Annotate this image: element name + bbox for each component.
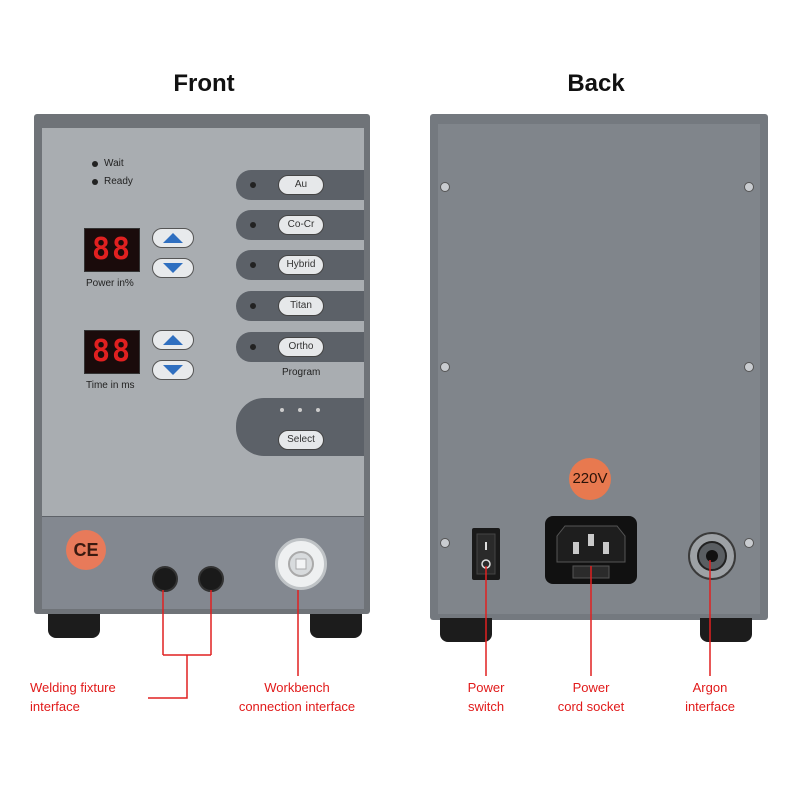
callout-line-1: Welding fixture [30,680,116,695]
callout-power-switch: Power switch [446,678,526,716]
program-tab-au: Au [236,170,364,200]
up-arrow-icon [163,335,183,345]
program-led-icon [250,182,256,188]
program-tab-hybrid: Hybrid [236,250,364,280]
wait-label: Wait [104,158,124,169]
callout-line-2: cord socket [557,699,625,714]
ce-mark-badge: CE [66,530,106,570]
program-tab-ortho: Ortho [236,332,364,362]
back-title: Back [567,70,625,97]
callout-line-1: Workbench [264,680,330,695]
program-led-icon [250,222,256,228]
front-foot-left [48,614,100,638]
workbench-connector-icon[interactable] [275,538,327,590]
callout-line-1: Argon [692,680,728,695]
down-arrow-icon [163,263,183,273]
callout-line-2: switch [467,699,505,714]
program-button-co-cr[interactable]: Co-Cr [278,215,324,235]
power-switch[interactable] [472,528,500,580]
welding-jack-left[interactable] [152,566,178,592]
power-display-label: Power in% [86,278,134,289]
time-display-label: Time in ms [86,380,135,391]
callout-argon: Argon interface [670,678,750,716]
screw-icon [440,182,450,192]
power-down-button[interactable] [152,258,194,278]
front-title: Front [173,70,235,97]
program-label: Program [282,367,321,378]
program-tab-co-cr: Co-Cr [236,210,364,240]
callout-power-cord: Power cord socket [541,678,641,716]
program-button-hybrid[interactable]: Hybrid [278,255,324,275]
program-led-icon [250,344,256,350]
power-up-button[interactable] [152,228,194,248]
time-up-button[interactable] [152,330,194,350]
connector-cap-icon [288,551,314,577]
callout-line-1: Power [572,680,610,695]
front-foot-right [310,614,362,638]
down-arrow-icon [163,365,183,375]
callout-line-1: Power [467,680,505,695]
back-foot-right [700,618,752,642]
argon-connector[interactable] [688,532,736,580]
callout-line-2: interface [30,699,80,714]
screw-icon [744,182,754,192]
program-button-ortho[interactable]: Ortho [278,337,324,357]
power-display: 88 [84,228,140,272]
select-panel: Select [236,398,364,456]
callout-line-2: interface [685,699,735,714]
select-button[interactable]: Select [278,430,324,450]
program-button-au[interactable]: Au [278,175,324,195]
program-tab-titan: Titan [236,291,364,321]
ready-label: Ready [104,176,133,187]
time-down-button[interactable] [152,360,194,380]
back-foot-left [440,618,492,642]
program-led-icon [250,262,256,268]
voltage-badge: 220V [569,458,611,500]
time-display: 88 [84,330,140,374]
select-led-icon [280,408,284,412]
select-led-icon [298,408,302,412]
callout-workbench: Workbench connection interface [222,678,372,716]
argon-connector-icon [697,541,727,571]
power-cord-socket[interactable] [545,516,637,584]
up-arrow-icon [163,233,183,243]
welding-jack-right[interactable] [198,566,224,592]
screw-icon [744,538,754,548]
select-led-icon [316,408,320,412]
callout-welding-fixture: Welding fixture interface [30,678,160,716]
screw-icon [440,362,450,372]
wait-led-icon [92,161,98,167]
screw-icon [440,538,450,548]
screw-icon [744,362,754,372]
program-button-titan[interactable]: Titan [278,296,324,316]
callout-line-2: connection interface [238,699,356,714]
ready-led-icon [92,179,98,185]
program-led-icon [250,303,256,309]
